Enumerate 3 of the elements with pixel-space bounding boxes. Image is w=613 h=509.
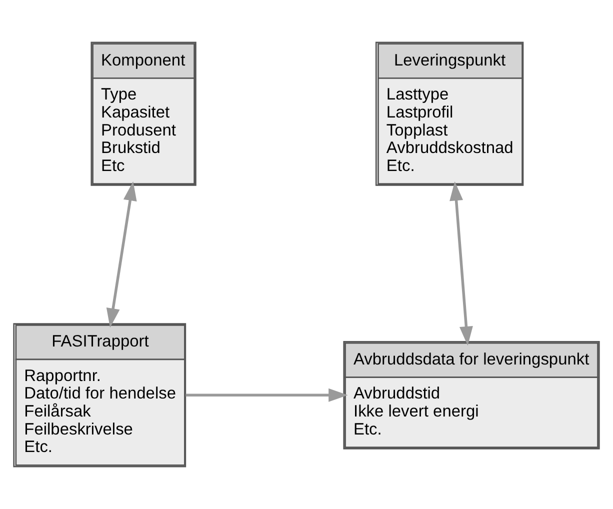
arrow [450,181,473,346]
arrow [106,181,137,328]
arrow [186,388,348,402]
